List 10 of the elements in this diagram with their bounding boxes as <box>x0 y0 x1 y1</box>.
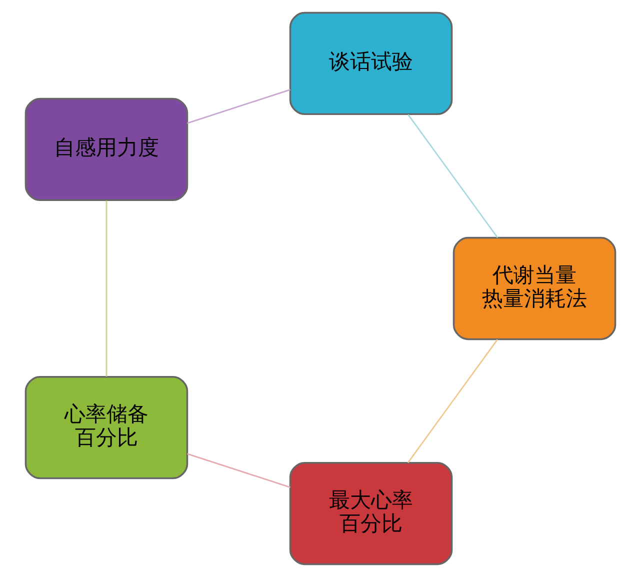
connector <box>186 89 290 124</box>
connector <box>407 114 498 238</box>
connector <box>105 200 107 377</box>
node-box: 心率储备 百分比 <box>24 376 188 480</box>
connector <box>186 453 290 488</box>
node-box: 代谢当量 热量消耗法 <box>452 236 616 340</box>
node-box: 谈话试验 <box>288 12 452 116</box>
node-box: 自感用力度 <box>24 98 188 201</box>
connector <box>406 339 498 464</box>
node-box: 最大心率 百分比 <box>288 462 452 566</box>
